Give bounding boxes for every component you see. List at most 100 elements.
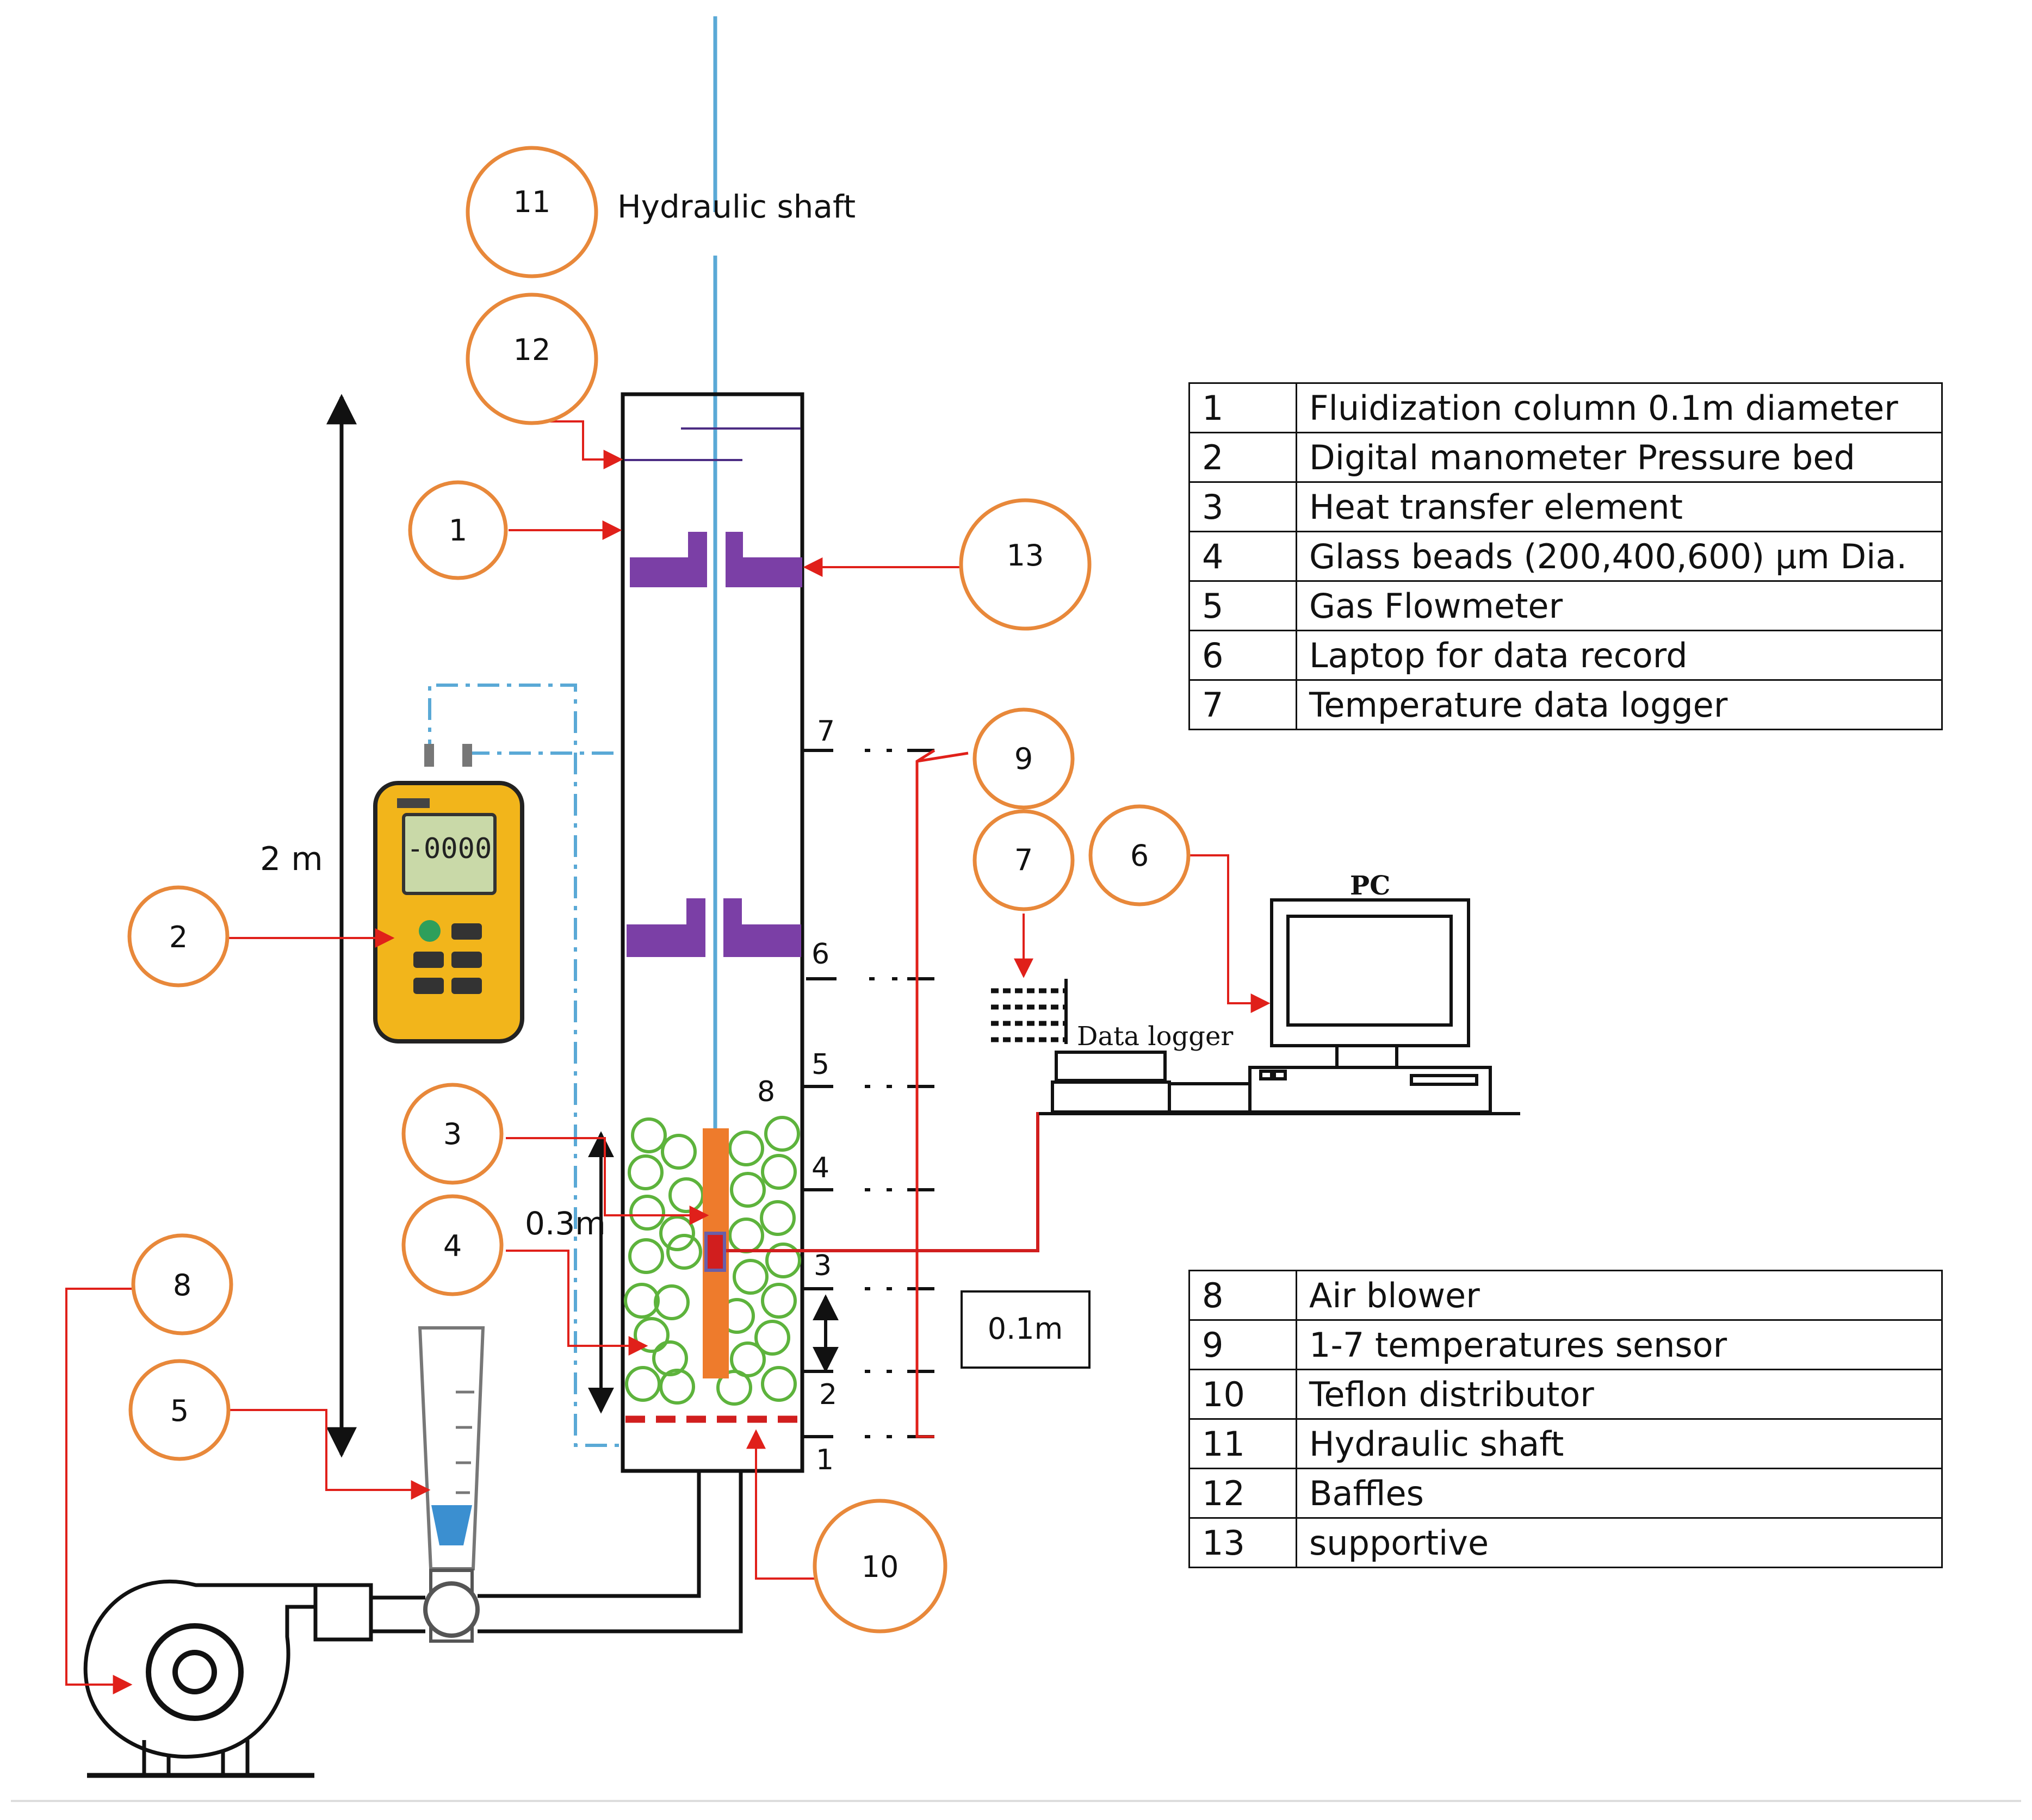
callout-1: 1 <box>449 513 467 548</box>
legend-desc: Air blower <box>1296 1270 1943 1321</box>
support-lower-left <box>627 898 705 957</box>
callout-2: 2 <box>169 920 188 954</box>
legend-num: 6 <box>1188 630 1297 681</box>
callout-ring-4 <box>401 1194 504 1296</box>
sensor-label-4: 4 <box>811 1152 829 1184</box>
legend-num: 1 <box>1188 382 1297 433</box>
callout-8: 8 <box>173 1268 191 1302</box>
flowmeter-valve <box>423 1581 480 1638</box>
flowmeter-float <box>431 1505 472 1545</box>
callout-10: 10 <box>862 1550 899 1584</box>
bead <box>761 1366 797 1402</box>
manometer-key <box>451 952 482 968</box>
legend-desc: supportive <box>1296 1517 1943 1568</box>
bead-label: 8 <box>757 1076 775 1108</box>
logger-base <box>1051 1080 1171 1114</box>
support-upper-left <box>630 532 707 587</box>
sensor-label-7: 7 <box>817 715 835 748</box>
bead <box>661 1134 697 1170</box>
legend-num: 5 <box>1188 580 1297 631</box>
pc-monitor-stand <box>1335 1044 1398 1069</box>
legend-num: 13 <box>1188 1517 1297 1568</box>
bead <box>760 1200 796 1236</box>
leader-6 <box>1190 854 1271 1013</box>
pc <box>1039 898 1520 1115</box>
pc-label: PC <box>1350 871 1390 901</box>
legend-num: 2 <box>1188 432 1297 483</box>
fluidization-column <box>621 392 804 1473</box>
pc-button <box>1273 1070 1287 1080</box>
manometer-power-button <box>419 920 441 942</box>
callout-5: 5 <box>170 1394 189 1428</box>
bead <box>654 1284 690 1320</box>
bead <box>668 1177 704 1213</box>
leader-4 <box>506 1250 648 1356</box>
legend-desc: Teflon distributor <box>1296 1369 1943 1420</box>
blower-impeller-outer <box>146 1623 244 1721</box>
callout-ring-9 <box>972 707 1075 810</box>
leader-3 <box>506 1137 709 1225</box>
bead <box>761 1283 797 1319</box>
bead <box>730 1341 766 1377</box>
pc-button <box>1259 1070 1273 1080</box>
blower-outlet <box>313 1583 373 1642</box>
spacing-box <box>961 1290 1091 1369</box>
height-label: 2 m <box>260 840 323 878</box>
manometer-screen <box>402 813 497 895</box>
manometer-key <box>451 978 482 994</box>
blower-impeller-inner <box>172 1650 217 1694</box>
callout-ring-11 <box>466 146 598 278</box>
legend-desc: Hydraulic shaft <box>1296 1418 1943 1469</box>
manometer-key <box>413 952 444 968</box>
legend-desc: 1-7 temperatures sensor <box>1296 1319 1943 1370</box>
legend-desc: Laptop for data record <box>1296 630 1943 681</box>
bottom-rule <box>11 1800 2021 1802</box>
legend-num: 7 <box>1188 679 1297 730</box>
manometer-nozzle-left <box>424 744 434 767</box>
sensor-label-1: 1 <box>816 1444 834 1476</box>
pipe-to-column-b <box>478 1471 743 1633</box>
gas-flowmeter <box>418 1326 485 1643</box>
legend-num: 3 <box>1188 481 1297 532</box>
bead <box>716 1370 752 1406</box>
bead <box>666 1234 702 1270</box>
legend-desc: Baffles <box>1296 1468 1943 1519</box>
blower-housing <box>83 1580 318 1759</box>
signal-wire <box>726 1112 1055 1252</box>
bead <box>652 1340 688 1376</box>
legend-desc: Heat transfer element <box>1296 481 1943 532</box>
callout-7: 7 <box>1014 843 1033 877</box>
leader-arrows <box>65 420 1271 1694</box>
legend-desc: Fluidization column 0.1m diameter <box>1296 382 1943 433</box>
sensor-label-3: 3 <box>814 1250 832 1282</box>
pc-drive-slot <box>1410 1074 1478 1086</box>
legend-num: 8 <box>1188 1270 1297 1321</box>
bead <box>634 1317 670 1353</box>
bead <box>754 1320 790 1356</box>
sensor-label-6: 6 <box>811 938 829 971</box>
bead <box>631 1117 667 1153</box>
legend-desc: Digital manometer Pressure bed <box>1296 432 1943 483</box>
callout-4: 4 <box>443 1229 462 1263</box>
leader-12 <box>536 420 623 469</box>
bead <box>624 1283 660 1319</box>
bead <box>628 1154 664 1190</box>
bead <box>625 1366 661 1402</box>
legend-num: 10 <box>1188 1369 1297 1420</box>
spacing-label: 0.1m <box>988 1312 1063 1346</box>
callout-13: 13 <box>1007 538 1044 573</box>
callout-3: 3 <box>443 1117 462 1151</box>
sensor-label-5: 5 <box>811 1048 829 1081</box>
hydraulic-shaft-label: Hydraulic shaft <box>617 188 856 225</box>
callout-ring-12 <box>466 293 598 425</box>
callout-ring-7 <box>972 809 1075 911</box>
